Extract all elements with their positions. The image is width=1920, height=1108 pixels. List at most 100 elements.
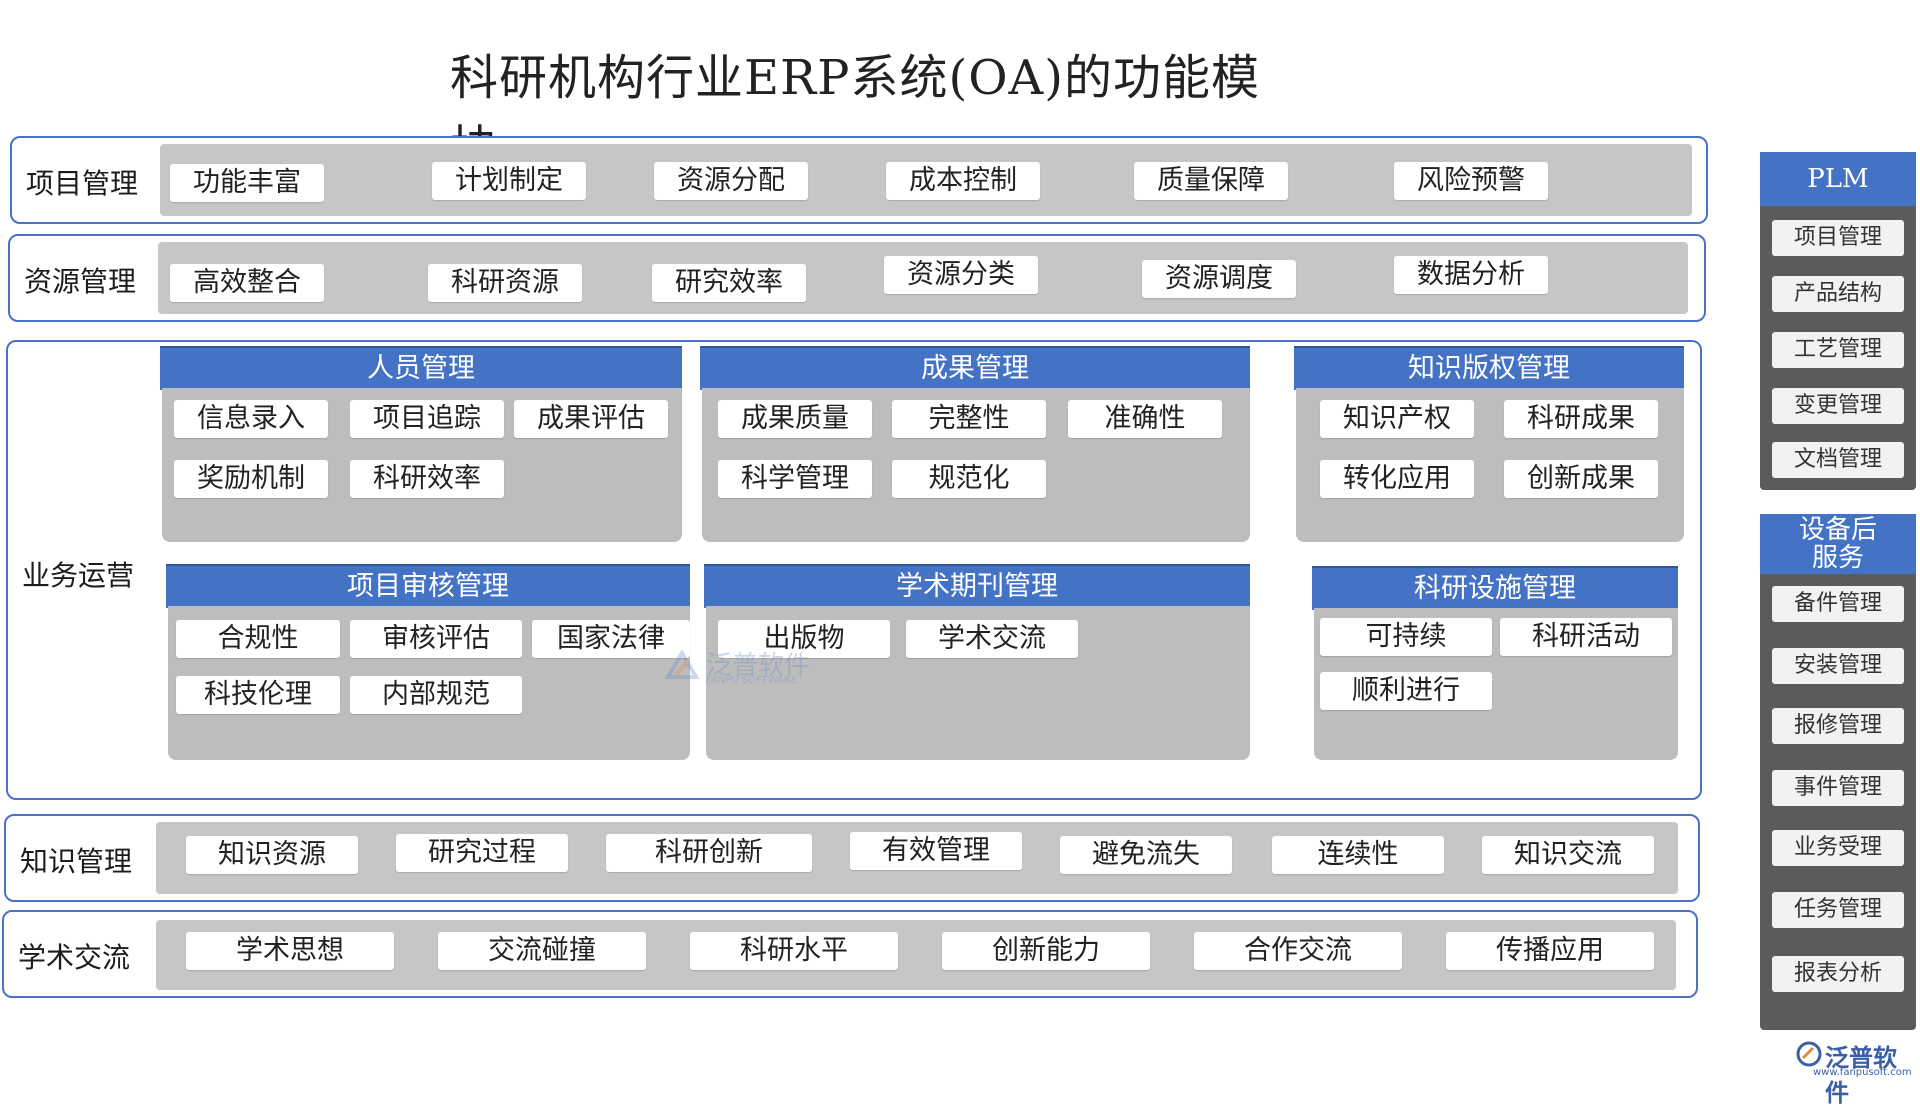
- side-panel-service: 设备后 服务 备件管理 安装管理 报修管理 事件管理 业务受理 任务管理 报表分…: [1760, 514, 1916, 1030]
- chip-resource-3: 资源分类: [884, 256, 1038, 294]
- chip-resource-0: 高效整合: [170, 264, 324, 302]
- chip-ip-3: 创新成果: [1504, 460, 1658, 498]
- chip-knowledge-1: 研究过程: [396, 834, 568, 872]
- module-facility: 科研设施管理 可持续 科研活动 顺利进行: [1312, 566, 1678, 760]
- chip-resource-1: 科研资源: [428, 264, 582, 302]
- chip-project-4: 质量保障: [1134, 162, 1288, 200]
- chip-ip-1: 科研成果: [1504, 400, 1658, 438]
- side-panel-plm: PLM 项目管理 产品结构 工艺管理 变更管理 文档管理: [1760, 152, 1916, 490]
- watermark-text: 泛普软件: [706, 651, 811, 681]
- band-label-resource: 资源管理: [23, 265, 136, 298]
- chip-audit-4: 内部规范: [350, 676, 522, 714]
- band-label-project: 项目管理: [25, 167, 138, 200]
- chip-results-1: 完整性: [892, 400, 1046, 438]
- chip-academic-4: 合作交流: [1194, 932, 1402, 970]
- module-body-facility: 可持续 科研活动 顺利进行: [1314, 608, 1678, 760]
- chip-academic-1: 交流碰撞: [438, 932, 646, 970]
- brand-logo-sub: www.fanpusoft.com: [1813, 1067, 1912, 1078]
- module-body-audit: 合规性 审核评估 国家法律 科技伦理 内部规范: [168, 606, 690, 760]
- band-inner-project: 功能丰富 计划制定 资源分配 成本控制 质量保障 风险预警: [160, 144, 1692, 216]
- module-personnel: 人员管理 信息录入 项目追踪 成果评估 奖励机制 科研效率: [160, 346, 682, 542]
- chip-project-5: 风险预警: [1394, 162, 1548, 200]
- band-operations: 业务运营 人员管理 信息录入 项目追踪 成果评估 奖励机制 科研效率 成果管理 …: [6, 340, 1702, 800]
- side-item-service-3: 事件管理: [1772, 770, 1904, 806]
- module-journal: 学术期刊管理 出版物 学术交流: [704, 564, 1250, 760]
- side-item-service-0: 备件管理: [1772, 586, 1904, 622]
- chip-academic-2: 科研水平: [690, 932, 898, 970]
- module-header-personnel: 人员管理: [160, 346, 682, 390]
- module-body-journal: 出版物 学术交流: [706, 606, 1250, 760]
- chip-audit-0: 合规性: [176, 620, 340, 658]
- side-head-service: 设备后 服务: [1760, 514, 1916, 574]
- band-resource-management: 资源管理 高效整合 科研资源 研究效率 资源分类 资源调度 数据分析: [8, 234, 1706, 322]
- module-audit: 项目审核管理 合规性 审核评估 国家法律 科技伦理 内部规范: [166, 564, 690, 760]
- module-body-personnel: 信息录入 项目追踪 成果评估 奖励机制 科研效率: [162, 388, 682, 542]
- brand-logo-icon: [1796, 1041, 1822, 1067]
- chip-knowledge-4: 避免流失: [1060, 836, 1232, 874]
- chip-knowledge-3: 有效管理: [850, 832, 1022, 870]
- side-item-service-2: 报修管理: [1772, 708, 1904, 744]
- band-academic-exchange: 学术交流 学术思想 交流碰撞 科研水平 创新能力 合作交流 传播应用: [2, 910, 1698, 998]
- chip-ip-2: 转化应用: [1320, 460, 1474, 498]
- chip-audit-3: 科技伦理: [176, 676, 340, 714]
- chip-resource-2: 研究效率: [652, 264, 806, 302]
- chip-academic-5: 传播应用: [1446, 932, 1654, 970]
- band-label-academic: 学术交流: [17, 941, 130, 974]
- chip-personnel-1: 项目追踪: [350, 400, 504, 438]
- module-header-journal: 学术期刊管理: [704, 564, 1250, 608]
- chip-results-3: 科学管理: [718, 460, 872, 498]
- chip-results-0: 成果质量: [718, 400, 872, 438]
- chip-knowledge-0: 知识资源: [186, 836, 358, 874]
- chip-personnel-3: 奖励机制: [174, 460, 328, 498]
- module-header-ip: 知识版权管理: [1294, 346, 1684, 390]
- chip-knowledge-2: 科研创新: [606, 834, 812, 872]
- chip-project-2: 资源分配: [654, 162, 808, 200]
- side-item-service-1: 安装管理: [1772, 648, 1904, 684]
- module-body-ip: 知识产权 科研成果 转化应用 创新成果: [1296, 388, 1684, 542]
- band-inner-academic: 学术思想 交流碰撞 科研水平 创新能力 合作交流 传播应用: [156, 920, 1676, 990]
- module-results: 成果管理 成果质量 完整性 准确性 科学管理 规范化: [700, 346, 1250, 542]
- chip-personnel-2: 成果评估: [514, 400, 668, 438]
- chip-audit-2: 国家法律: [532, 620, 690, 658]
- side-head-service-line1: 设备后: [1798, 515, 1877, 545]
- chip-project-0: 功能丰富: [170, 164, 324, 202]
- module-body-results: 成果质量 完整性 准确性 科学管理 规范化: [702, 388, 1250, 542]
- watermark-sub: FANPU SOFTWARE: [706, 675, 798, 686]
- chip-results-4: 规范化: [892, 460, 1046, 498]
- side-item-plm-4: 文档管理: [1772, 442, 1904, 478]
- chip-project-1: 计划制定: [432, 162, 586, 200]
- chip-journal-0: 出版物: [718, 620, 890, 658]
- watermark: 泛普软件 FANPU SOFTWARE: [662, 645, 842, 689]
- side-item-plm-3: 变更管理: [1772, 388, 1904, 424]
- band-project-management: 项目管理 功能丰富 计划制定 资源分配 成本控制 质量保障 风险预警: [10, 136, 1708, 224]
- watermark-logo-icon: [664, 649, 700, 679]
- chip-audit-1: 审核评估: [350, 620, 522, 658]
- chip-academic-0: 学术思想: [186, 932, 394, 970]
- side-item-service-6: 报表分析: [1772, 956, 1904, 992]
- side-head-service-line2: 服务: [1811, 543, 1864, 573]
- chip-ip-0: 知识产权: [1320, 400, 1474, 438]
- band-label-operations: 业务运营: [21, 559, 134, 592]
- side-item-service-5: 任务管理: [1772, 892, 1904, 928]
- chip-results-2: 准确性: [1068, 400, 1222, 438]
- chip-project-3: 成本控制: [886, 162, 1040, 200]
- chip-resource-4: 资源调度: [1142, 260, 1296, 298]
- chip-personnel-0: 信息录入: [174, 400, 328, 438]
- brand-logo: 泛普软件 www.fanpusoft.com: [1795, 1036, 1920, 1107]
- chip-knowledge-6: 知识交流: [1482, 836, 1654, 874]
- band-knowledge-management: 知识管理 知识资源 研究过程 科研创新 有效管理 避免流失 连续性 知识交流: [4, 814, 1700, 902]
- side-item-plm-1: 产品结构: [1772, 276, 1904, 312]
- side-item-plm-0: 项目管理: [1772, 220, 1904, 256]
- module-header-audit: 项目审核管理: [166, 564, 690, 608]
- chip-resource-5: 数据分析: [1394, 256, 1548, 294]
- band-inner-knowledge: 知识资源 研究过程 科研创新 有效管理 避免流失 连续性 知识交流: [156, 822, 1678, 894]
- module-header-results: 成果管理: [700, 346, 1250, 390]
- chip-facility-2: 顺利进行: [1320, 672, 1492, 710]
- chip-facility-0: 可持续: [1320, 618, 1492, 656]
- chip-journal-1: 学术交流: [906, 620, 1078, 658]
- chip-personnel-4: 科研效率: [350, 460, 504, 498]
- module-ip: 知识版权管理 知识产权 科研成果 转化应用 创新成果: [1294, 346, 1684, 542]
- band-inner-resource: 高效整合 科研资源 研究效率 资源分类 资源调度 数据分析: [158, 242, 1688, 314]
- module-header-facility: 科研设施管理: [1312, 566, 1678, 610]
- chip-facility-1: 科研活动: [1500, 618, 1672, 656]
